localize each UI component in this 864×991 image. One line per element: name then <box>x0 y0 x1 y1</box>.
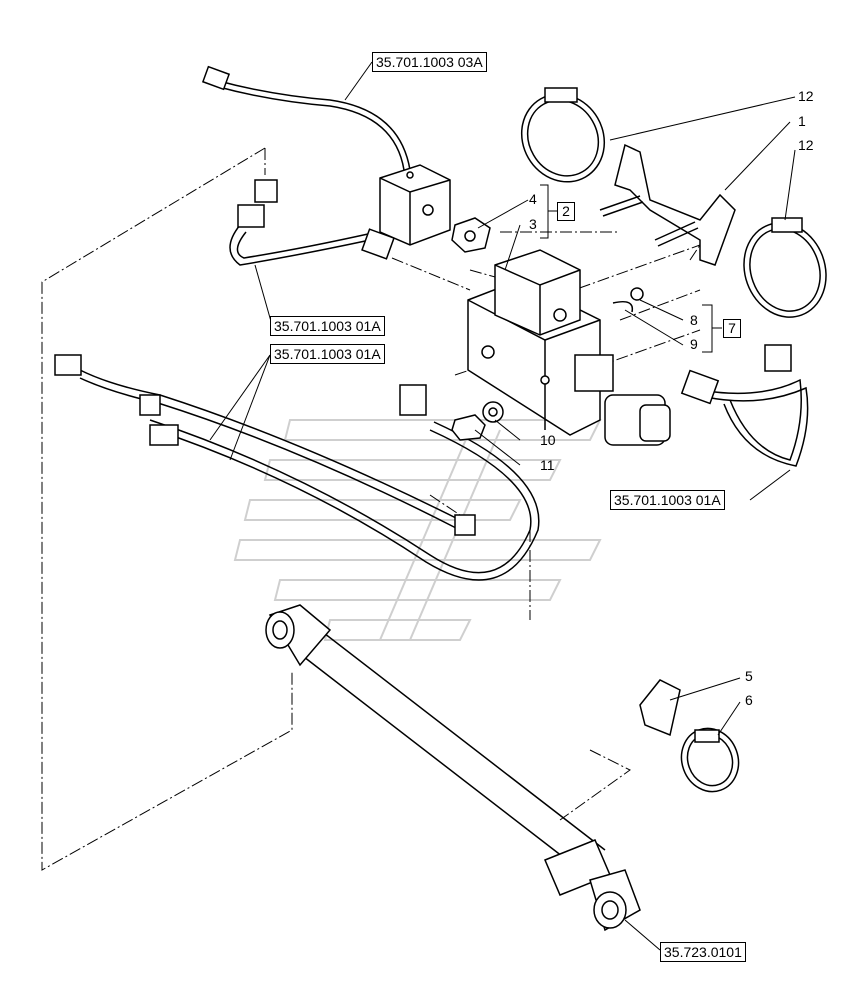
callout-5: 5 <box>745 668 753 684</box>
callout-8: 8 <box>690 312 698 328</box>
callout-3: 3 <box>529 216 537 232</box>
callout-12-top: 12 <box>798 88 814 104</box>
bracket <box>599 143 736 266</box>
leader-lines <box>209 61 796 951</box>
callout-12-right: 12 <box>798 137 814 153</box>
callout-10: 10 <box>540 432 556 448</box>
group-box-7: 7 <box>723 319 741 338</box>
valve-block <box>467 249 671 446</box>
callout-4: 4 <box>529 191 537 207</box>
hose-clamps <box>520 87 827 793</box>
callout-9: 9 <box>690 336 698 352</box>
hoses <box>79 79 809 581</box>
callout-6: 6 <box>745 692 753 708</box>
group-brackets <box>540 184 722 353</box>
callout-11: 11 <box>540 457 555 473</box>
fittings <box>54 65 792 536</box>
callout-1: 1 <box>798 113 806 129</box>
hydraulic-cylinder <box>265 604 641 932</box>
watermark-logo <box>233 419 602 641</box>
reference-label-left-b: 35.701.1003 01A <box>270 344 385 364</box>
reference-label-bottom: 35.723.0101 <box>660 942 746 962</box>
small-parts <box>451 217 644 441</box>
group-box-2: 2 <box>557 202 575 221</box>
reference-label-top: 35.701.1003 03A <box>372 52 487 72</box>
sensor-block <box>379 164 451 246</box>
assembly-lines <box>41 147 701 871</box>
reference-label-left-a: 35.701.1003 01A <box>270 316 385 336</box>
reference-label-right: 35.701.1003 01A <box>610 490 725 510</box>
